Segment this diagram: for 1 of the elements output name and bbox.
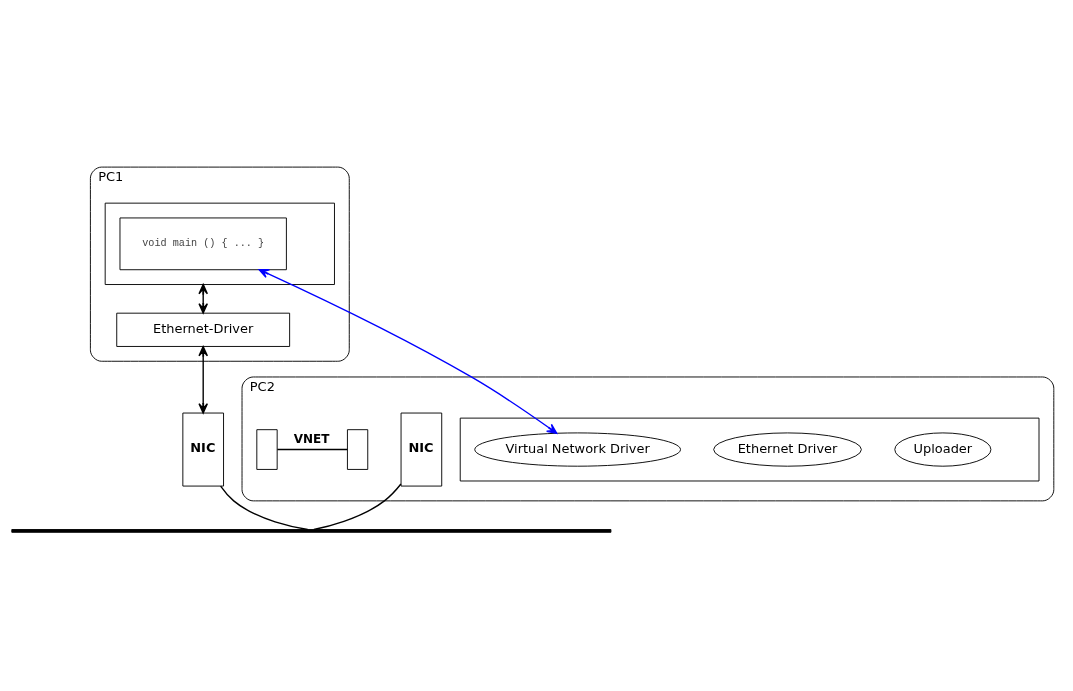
edge-label: VNET <box>293 431 330 446</box>
